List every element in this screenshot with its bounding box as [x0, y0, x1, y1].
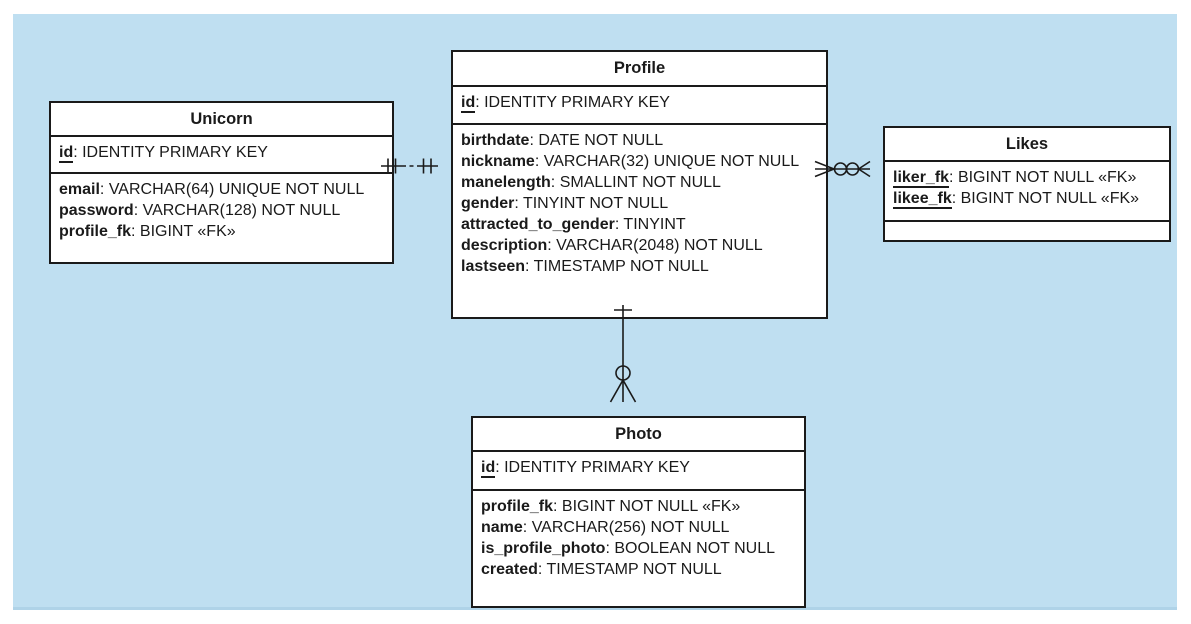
attribute-row: profile_fk: BIGINT NOT NULL «FK»	[481, 496, 796, 517]
pk-row: id: IDENTITY PRIMARY KEY	[461, 92, 818, 113]
attribute-row: description: VARCHAR(2048) NOT NULL	[461, 235, 818, 256]
column-name: email	[59, 181, 100, 198]
entity-profile-title: Profile	[453, 52, 826, 87]
entity-likes-title: Likes	[885, 128, 1169, 162]
column-type: : IDENTITY PRIMARY KEY	[495, 459, 690, 476]
column-name: id	[461, 94, 476, 113]
column-name: id	[481, 459, 496, 478]
attribute-row: gender: TINYINT NOT NULL	[461, 193, 818, 214]
column-type: : VARCHAR(256) NOT NULL	[522, 519, 730, 536]
column-type: : BIGINT NOT NULL «FK»	[949, 169, 1137, 186]
column-name: name	[481, 519, 523, 536]
pk-row: id: IDENTITY PRIMARY KEY	[481, 457, 796, 478]
pk-row: id: IDENTITY PRIMARY KEY	[59, 142, 384, 163]
entity-likes-attributes-section-empty	[885, 222, 1169, 240]
column-name: attracted_to_gender	[461, 216, 615, 233]
column-name: gender	[461, 195, 515, 212]
attribute-row: password: VARCHAR(128) NOT NULL	[59, 200, 384, 221]
entity-profile: Profile id: IDENTITY PRIMARY KEY birthda…	[451, 50, 828, 319]
entity-unicorn-attributes-section: email: VARCHAR(64) UNIQUE NOT NULL passw…	[51, 174, 392, 242]
attribute-row: birthdate: DATE NOT NULL	[461, 130, 818, 151]
column-type: : VARCHAR(32) UNIQUE NOT NULL	[534, 153, 800, 170]
column-type: : BIGINT «FK»	[131, 223, 236, 240]
column-type: : TIMESTAMP NOT NULL	[537, 561, 722, 578]
column-name: is_profile_photo	[481, 540, 606, 557]
column-type: : IDENTITY PRIMARY KEY	[475, 94, 670, 111]
column-type: : TINYINT	[614, 216, 686, 233]
attribute-row: name: VARCHAR(256) NOT NULL	[481, 517, 796, 538]
column-name: nickname	[461, 153, 535, 170]
attribute-row: profile_fk: BIGINT «FK»	[59, 221, 384, 242]
attribute-row: lastseen: TIMESTAMP NOT NULL	[461, 256, 818, 277]
column-type: : TIMESTAMP NOT NULL	[525, 258, 709, 275]
column-name: birthdate	[461, 132, 530, 149]
attribute-row: email: VARCHAR(64) UNIQUE NOT NULL	[59, 179, 384, 200]
entity-profile-pk-section: id: IDENTITY PRIMARY KEY	[453, 87, 826, 125]
column-name: created	[481, 561, 538, 578]
entity-photo-attributes-section: profile_fk: BIGINT NOT NULL «FK» name: V…	[473, 491, 804, 580]
column-type: : BIGINT NOT NULL «FK»	[951, 190, 1140, 207]
attribute-row: is_profile_photo: BOOLEAN NOT NULL	[481, 538, 796, 559]
column-type: : TINYINT NOT NULL	[514, 195, 669, 212]
column-name: manelength	[461, 174, 551, 191]
entity-unicorn: Unicorn id: IDENTITY PRIMARY KEY email: …	[49, 101, 394, 264]
diagram-canvas: Unicorn id: IDENTITY PRIMARY KEY email: …	[13, 14, 1177, 610]
column-type: : DATE NOT NULL	[529, 132, 664, 149]
column-name: password	[59, 202, 134, 219]
entity-photo-title: Photo	[473, 418, 804, 452]
entity-likes-pk-section: liker_fk: BIGINT NOT NULL «FK» likee_fk:…	[885, 162, 1169, 222]
attribute-row: attracted_to_gender: TINYINT	[461, 214, 818, 235]
column-type: : BOOLEAN NOT NULL	[605, 540, 775, 557]
attribute-row: manelength: SMALLINT NOT NULL	[461, 172, 818, 193]
entity-likes: Likes liker_fk: BIGINT NOT NULL «FK» lik…	[883, 126, 1171, 242]
column-type: : IDENTITY PRIMARY KEY	[73, 144, 268, 161]
column-type: : SMALLINT NOT NULL	[550, 174, 721, 191]
column-name: profile_fk	[481, 498, 554, 515]
pk-row: likee_fk: BIGINT NOT NULL «FK»	[893, 188, 1161, 209]
column-name: lastseen	[461, 258, 526, 275]
column-type: : VARCHAR(2048) NOT NULL	[547, 237, 763, 254]
column-name: description	[461, 237, 548, 254]
column-name: profile_fk	[59, 223, 132, 240]
column-name: liker_fk	[893, 169, 950, 188]
column-name: id	[59, 144, 74, 163]
attribute-row: created: TIMESTAMP NOT NULL	[481, 559, 796, 580]
entity-photo-pk-section: id: IDENTITY PRIMARY KEY	[473, 452, 804, 491]
entity-unicorn-pk-section: id: IDENTITY PRIMARY KEY	[51, 137, 392, 174]
column-type: : VARCHAR(64) UNIQUE NOT NULL	[99, 181, 365, 198]
entity-photo: Photo id: IDENTITY PRIMARY KEY profile_f…	[471, 416, 806, 608]
entity-profile-attributes-section: birthdate: DATE NOT NULL nickname: VARCH…	[453, 125, 826, 277]
column-type: : VARCHAR(128) NOT NULL	[133, 202, 341, 219]
column-name: likee_fk	[893, 190, 952, 209]
attribute-row: nickname: VARCHAR(32) UNIQUE NOT NULL	[461, 151, 818, 172]
column-type: : BIGINT NOT NULL «FK»	[553, 498, 741, 515]
pk-row: liker_fk: BIGINT NOT NULL «FK»	[893, 167, 1161, 188]
entity-unicorn-title: Unicorn	[51, 103, 392, 137]
